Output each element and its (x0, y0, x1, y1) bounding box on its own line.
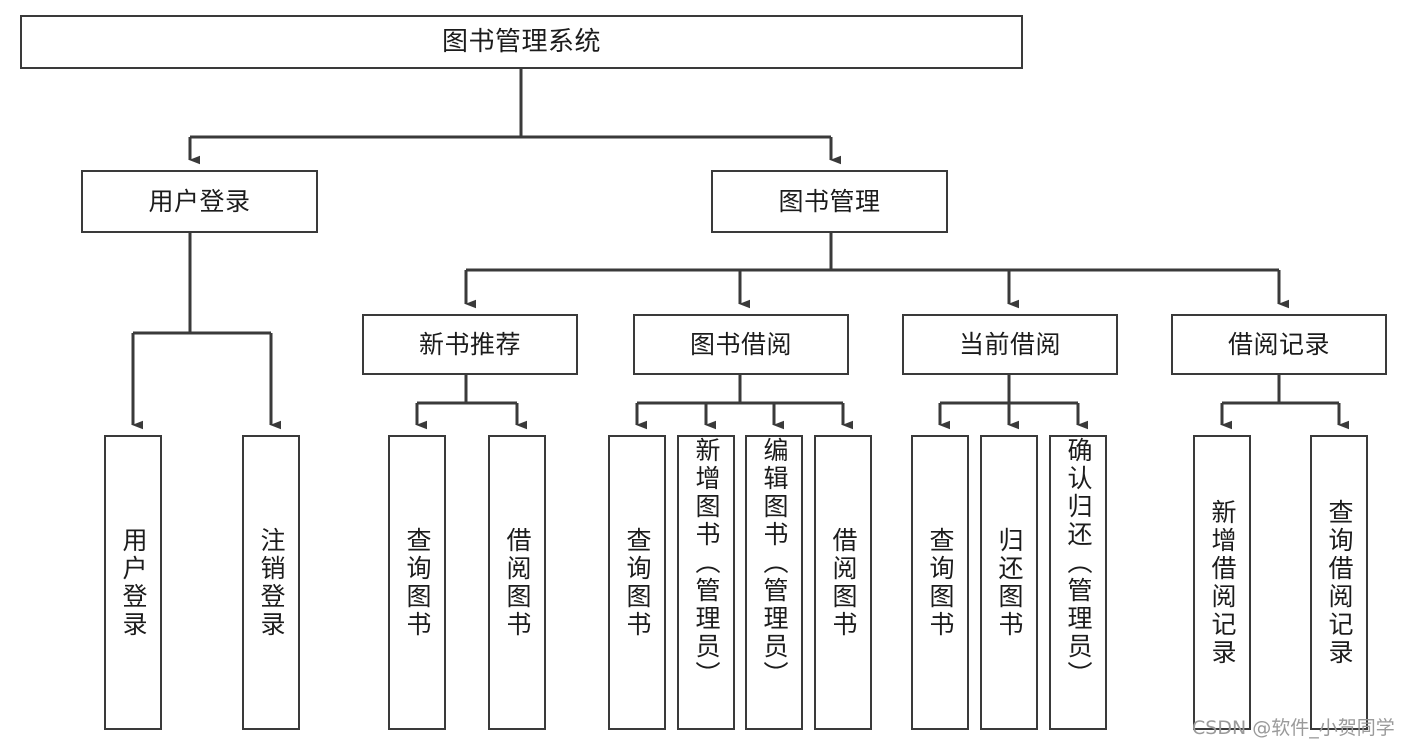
node-leaf-query-book-2-label: 查询图书 (623, 526, 652, 639)
node-leaf-add-borrow-record-label: 新增借阅记录 (1208, 498, 1237, 667)
node-leaf-user-login[interactable]: 用户登录 (104, 435, 162, 730)
node-leaf-query-borrow-record-label: 查询借阅记录 (1325, 498, 1354, 667)
node-borrow-record-label: 借阅记录 (1227, 329, 1330, 359)
node-book-borrow[interactable]: 图书借阅 (633, 314, 849, 375)
node-leaf-confirm-return-admin[interactable]: 确认归还（管理员） (1049, 435, 1107, 730)
node-borrow-record[interactable]: 借阅记录 (1171, 314, 1387, 375)
node-user-login-label: 用户登录 (148, 186, 251, 216)
node-current-borrow[interactable]: 当前借阅 (902, 314, 1118, 375)
node-book-manage-label: 图书管理 (778, 186, 881, 216)
node-leaf-logout-login[interactable]: 注销登录 (242, 435, 300, 730)
node-leaf-borrow-book-2-label: 借阅图书 (829, 526, 858, 639)
node-leaf-borrow-book-1-label: 借阅图书 (503, 526, 532, 639)
node-leaf-add-borrow-record[interactable]: 新增借阅记录 (1193, 435, 1251, 730)
node-book-borrow-label: 图书借阅 (689, 329, 792, 359)
node-leaf-borrow-book-1[interactable]: 借阅图书 (488, 435, 546, 730)
node-leaf-query-book-2[interactable]: 查询图书 (608, 435, 666, 730)
node-leaf-add-book-admin-label: 新增图书（管理员） (692, 437, 721, 689)
node-leaf-add-book-admin[interactable]: 新增图书（管理员） (677, 435, 735, 730)
node-leaf-query-borrow-record[interactable]: 查询借阅记录 (1310, 435, 1368, 730)
node-leaf-edit-book-admin[interactable]: 编辑图书（管理员） (745, 435, 803, 730)
node-leaf-query-book-3[interactable]: 查询图书 (911, 435, 969, 730)
node-user-login[interactable]: 用户登录 (81, 170, 318, 233)
node-leaf-query-book-3-label: 查询图书 (926, 526, 955, 639)
node-book-manage[interactable]: 图书管理 (711, 170, 948, 233)
node-leaf-edit-book-admin-label: 编辑图书（管理员） (760, 437, 789, 689)
node-leaf-borrow-book-2[interactable]: 借阅图书 (814, 435, 872, 730)
node-new-book-recommend-label: 新书推荐 (418, 329, 521, 359)
node-root-label: 图书管理系统 (441, 26, 601, 57)
node-new-book-recommend[interactable]: 新书推荐 (362, 314, 578, 375)
watermark: CSDN @软件_小贺同学 (1192, 717, 1395, 739)
node-leaf-logout-login-label: 注销登录 (257, 526, 286, 639)
node-leaf-return-book[interactable]: 归还图书 (980, 435, 1038, 730)
node-root[interactable]: 图书管理系统 (20, 15, 1023, 69)
node-leaf-confirm-return-admin-label: 确认归还（管理员） (1064, 437, 1093, 689)
node-leaf-query-book-1[interactable]: 查询图书 (388, 435, 446, 730)
node-current-borrow-label: 当前借阅 (958, 329, 1061, 359)
node-leaf-query-book-1-label: 查询图书 (403, 526, 432, 639)
node-leaf-user-login-label: 用户登录 (119, 526, 148, 639)
node-leaf-return-book-label: 归还图书 (995, 526, 1024, 639)
